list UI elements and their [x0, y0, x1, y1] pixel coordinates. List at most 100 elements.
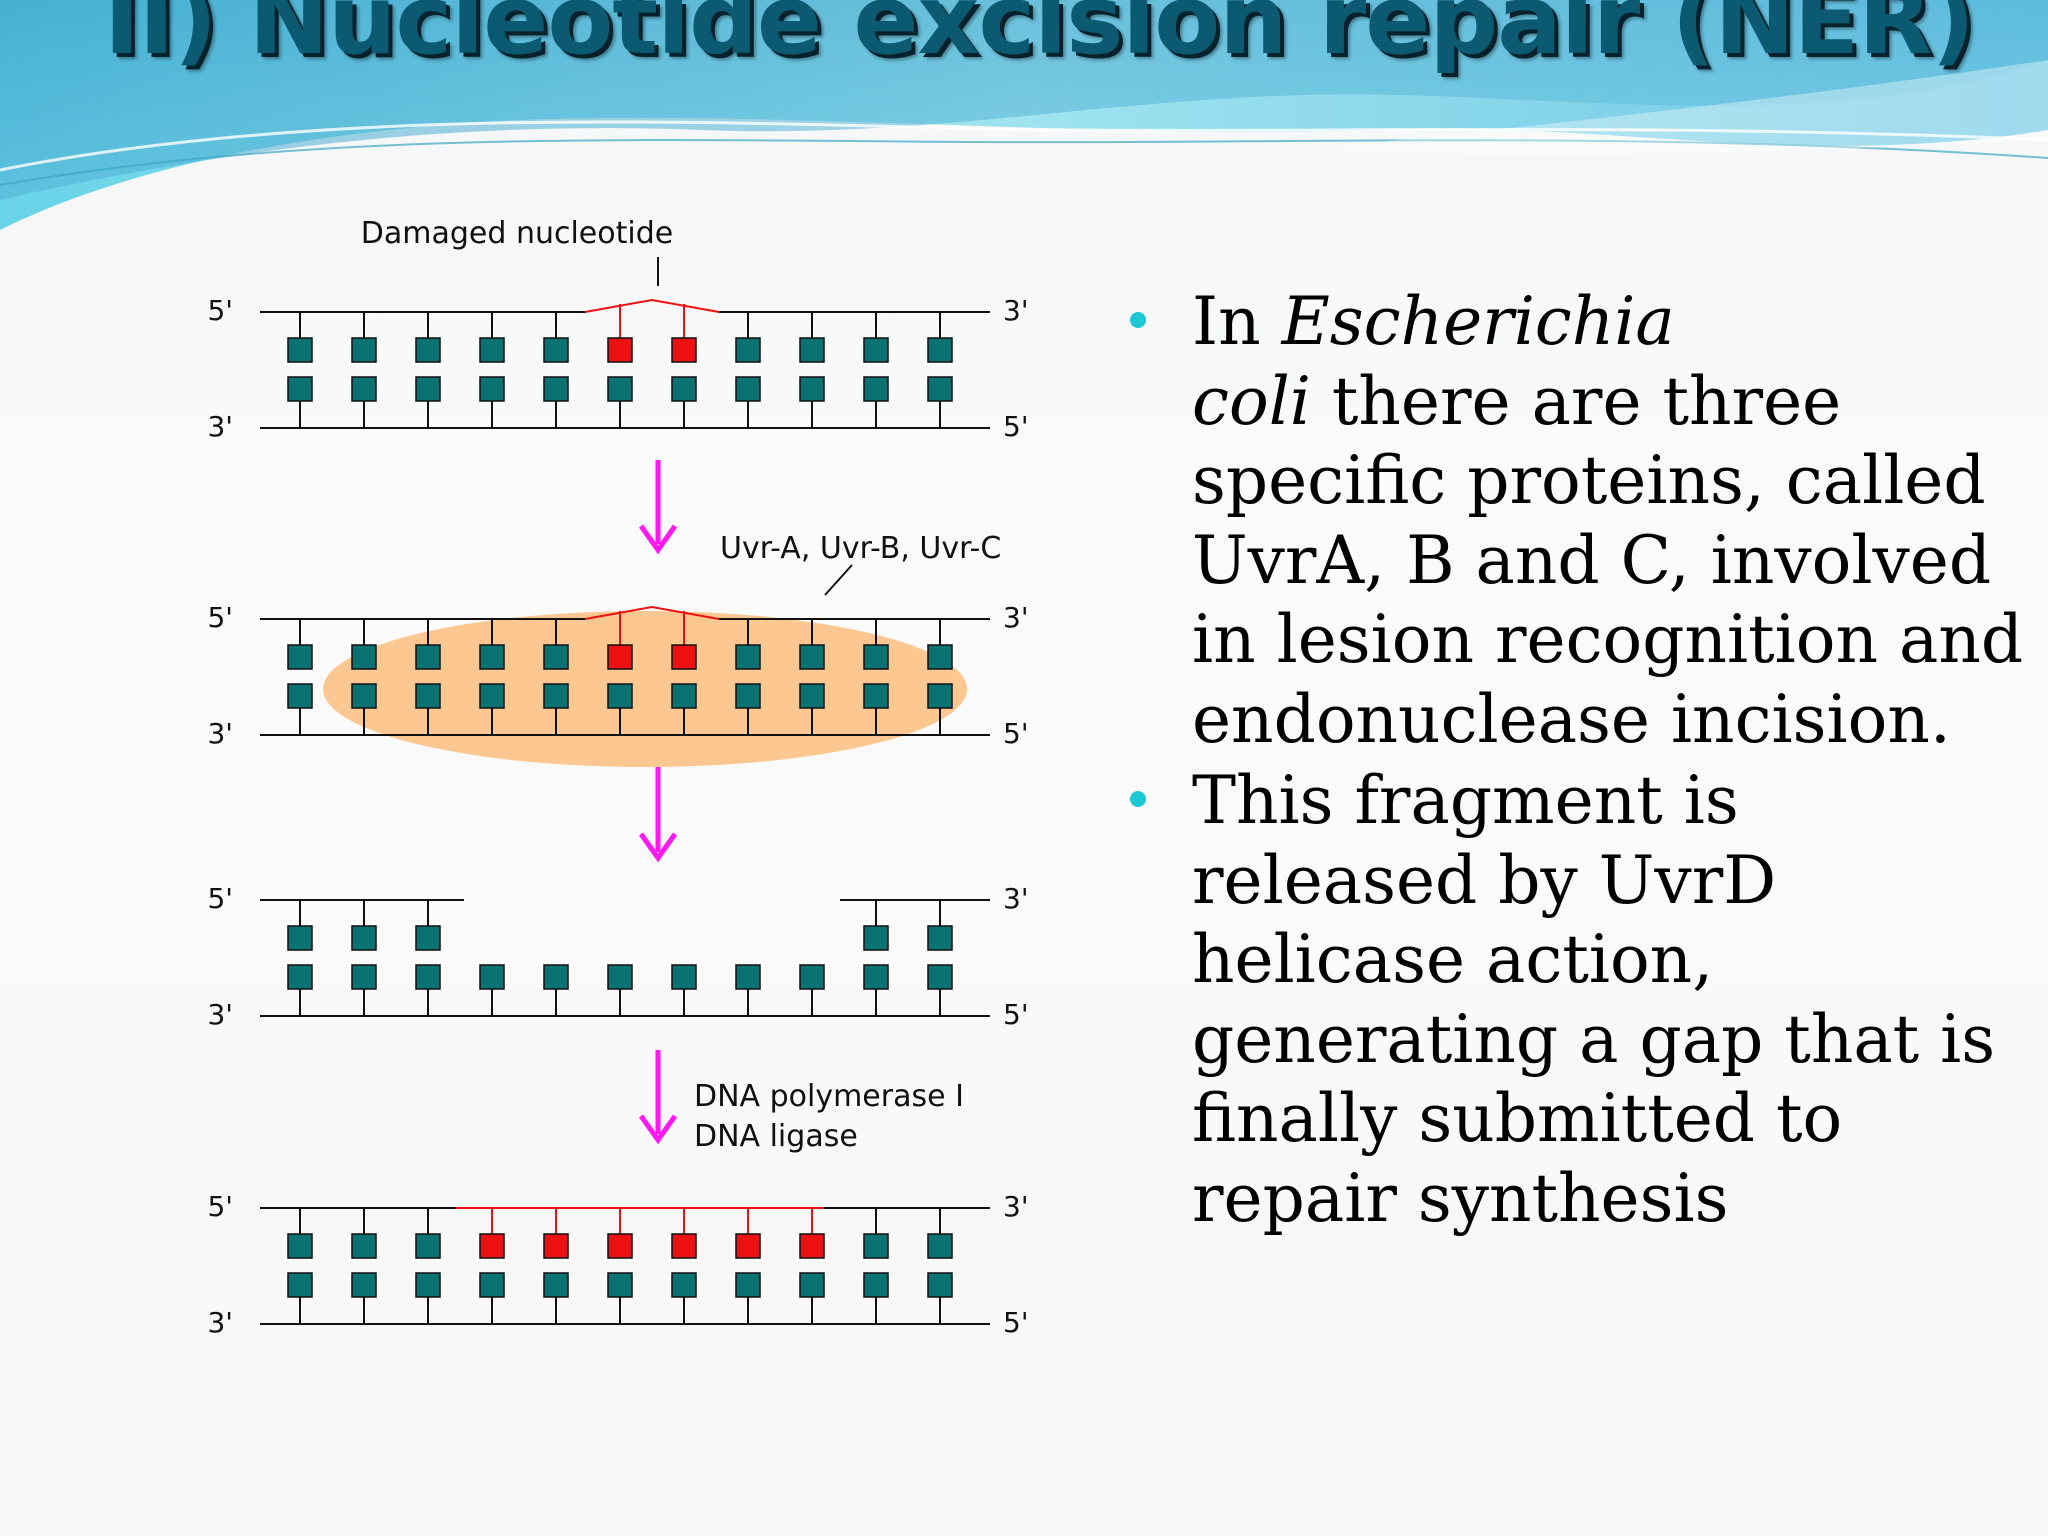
bullet-text: This fragment is released by UvrD helica… [1192, 762, 1996, 1237]
five-prime-label: 5' [207, 1190, 233, 1223]
base-bottom [799, 683, 825, 709]
base-bottom [479, 1272, 505, 1298]
repaired-base [607, 1233, 633, 1259]
arrow-head [638, 524, 678, 555]
process-arrow [638, 460, 678, 555]
base-bottom [287, 683, 313, 709]
base-top [863, 1233, 889, 1259]
five-prime-label: 5' [207, 882, 233, 915]
base-top [287, 644, 313, 670]
base-bottom [799, 1272, 825, 1298]
base-bottom [735, 964, 761, 990]
italic-species: coli [1192, 362, 1311, 440]
damaged-base [671, 337, 697, 363]
process-arrow [638, 1050, 678, 1145]
base-bottom [671, 683, 697, 709]
base-top [927, 644, 953, 670]
base-bottom [927, 1272, 953, 1298]
five-prime-label: 5' [1003, 1306, 1029, 1339]
damaged-base [607, 337, 633, 363]
base-bottom [287, 376, 313, 402]
repaired-base [735, 1233, 761, 1259]
base-bottom [863, 964, 889, 990]
arrow-head [638, 832, 678, 863]
damaged-base [671, 644, 697, 670]
base-top [479, 644, 505, 670]
base-bottom [671, 1272, 697, 1298]
base-bottom [543, 964, 569, 990]
base-top [863, 925, 889, 951]
dna-polymerase-label: DNA polymerase I [694, 1079, 964, 1114]
base-bottom [671, 964, 697, 990]
three-prime-label: 3' [1003, 294, 1029, 327]
three-prime-label: 3' [1003, 882, 1029, 915]
dna-ligase-label: DNA ligase [694, 1119, 858, 1154]
base-bottom [479, 683, 505, 709]
base-top [927, 1233, 953, 1259]
base-bottom [607, 1272, 633, 1298]
base-bottom [351, 376, 377, 402]
base-top [415, 1233, 441, 1259]
base-bottom [351, 683, 377, 709]
base-top [287, 1233, 313, 1259]
process-arrows [638, 460, 678, 1145]
base-bottom [799, 376, 825, 402]
base-bottom [927, 964, 953, 990]
bullet-marker [1130, 312, 1146, 328]
base-bottom [543, 376, 569, 402]
base-bottom [927, 683, 953, 709]
base-bottom [415, 964, 441, 990]
base-bottom [415, 1272, 441, 1298]
base-top [351, 337, 377, 363]
three-prime-label: 3' [207, 410, 233, 443]
uvr-enzymes-label: Uvr-A, Uvr-B, Uvr-C [720, 531, 1001, 566]
five-prime-label: 5' [207, 601, 233, 634]
base-bottom [351, 964, 377, 990]
base-top [927, 925, 953, 951]
three-prime-label: 3' [1003, 601, 1029, 634]
base-top [863, 644, 889, 670]
repaired-base [543, 1233, 569, 1259]
base-top [351, 644, 377, 670]
slide-title: II) Nucleotide excision repair (NER) [104, 0, 1975, 76]
dna-stage-gapped-duplex: 5' 3' 3' 5' [207, 882, 1028, 1031]
base-top [799, 644, 825, 670]
base-top [415, 337, 441, 363]
base-top [735, 644, 761, 670]
italic-genus: Escherichia [1281, 283, 1675, 360]
base-bottom [287, 1272, 313, 1298]
five-prime-label: 5' [207, 294, 233, 327]
base-top [799, 337, 825, 363]
top-strand-lesion [584, 298, 720, 313]
five-prime-label: 5' [1003, 998, 1029, 1031]
bullet-marker [1130, 791, 1146, 807]
base-bottom [607, 964, 633, 990]
repaired-base [799, 1233, 825, 1259]
base-bottom [799, 964, 825, 990]
base-top [351, 1233, 377, 1259]
base-top [735, 337, 761, 363]
base-top [927, 337, 953, 363]
base-bottom [735, 1272, 761, 1298]
base-top [415, 644, 441, 670]
base-bottom [863, 1272, 889, 1298]
base-bottom [415, 683, 441, 709]
five-prime-label: 5' [1003, 410, 1029, 443]
three-prime-label: 3' [207, 1306, 233, 1339]
process-arrow [638, 767, 678, 863]
base-top [415, 925, 441, 951]
three-prime-label: 3' [207, 998, 233, 1031]
base-bottom [735, 376, 761, 402]
base-bottom [863, 376, 889, 402]
uvr-enzymes-pointer [824, 564, 853, 596]
base-bottom [479, 964, 505, 990]
damaged-nucleotide-label: Damaged nucleotide [361, 216, 673, 251]
damaged-base [607, 644, 633, 670]
base-bottom [863, 683, 889, 709]
base-top [543, 337, 569, 363]
base-bottom [543, 683, 569, 709]
